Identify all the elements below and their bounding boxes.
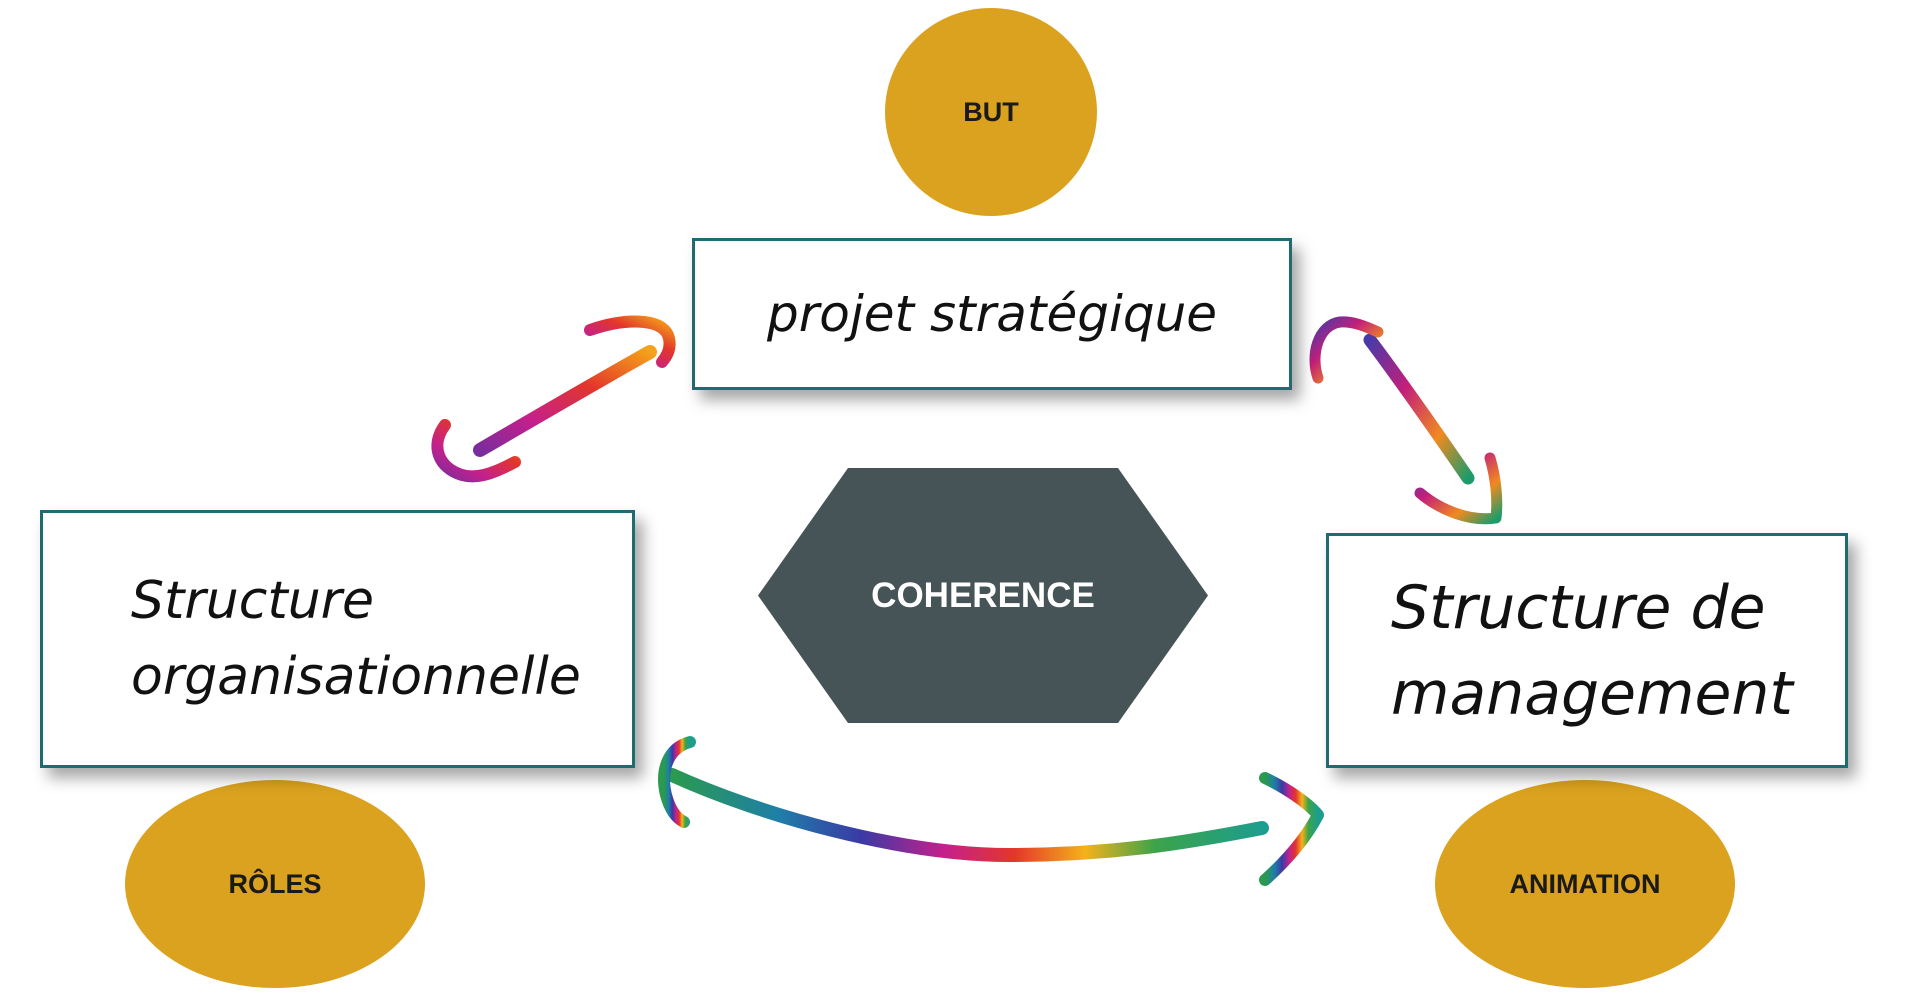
box-structure-organisationnelle: Structure organisationnelle: [40, 510, 635, 768]
badge-animation-label: ANIMATION: [1509, 868, 1661, 899]
box-structure-organisationnelle-label: Structure organisationnelle: [131, 571, 581, 707]
coherence-label: COHERENCE: [871, 575, 1095, 615]
box-structure-management-label: Structure de management: [1391, 572, 1793, 729]
badge-animation: ANIMATION: [1435, 780, 1735, 988]
badge-but-label: BUT: [963, 96, 1019, 127]
coherence-hexagon: COHERENCE: [758, 468, 1208, 723]
box-projet-strategique-label: projet stratégique: [766, 285, 1218, 343]
box-projet-strategique: projet stratégique: [692, 238, 1292, 390]
box-structure-management: Structure de management: [1326, 533, 1848, 768]
badge-roles-label: RÔLES: [228, 868, 322, 899]
badge-but: BUT: [885, 8, 1097, 216]
arrow-top-right: [1309, 316, 1503, 525]
badge-roles: RÔLES: [125, 780, 425, 988]
arrow-bottom: [658, 736, 1324, 886]
arrow-top-left: [431, 315, 676, 483]
